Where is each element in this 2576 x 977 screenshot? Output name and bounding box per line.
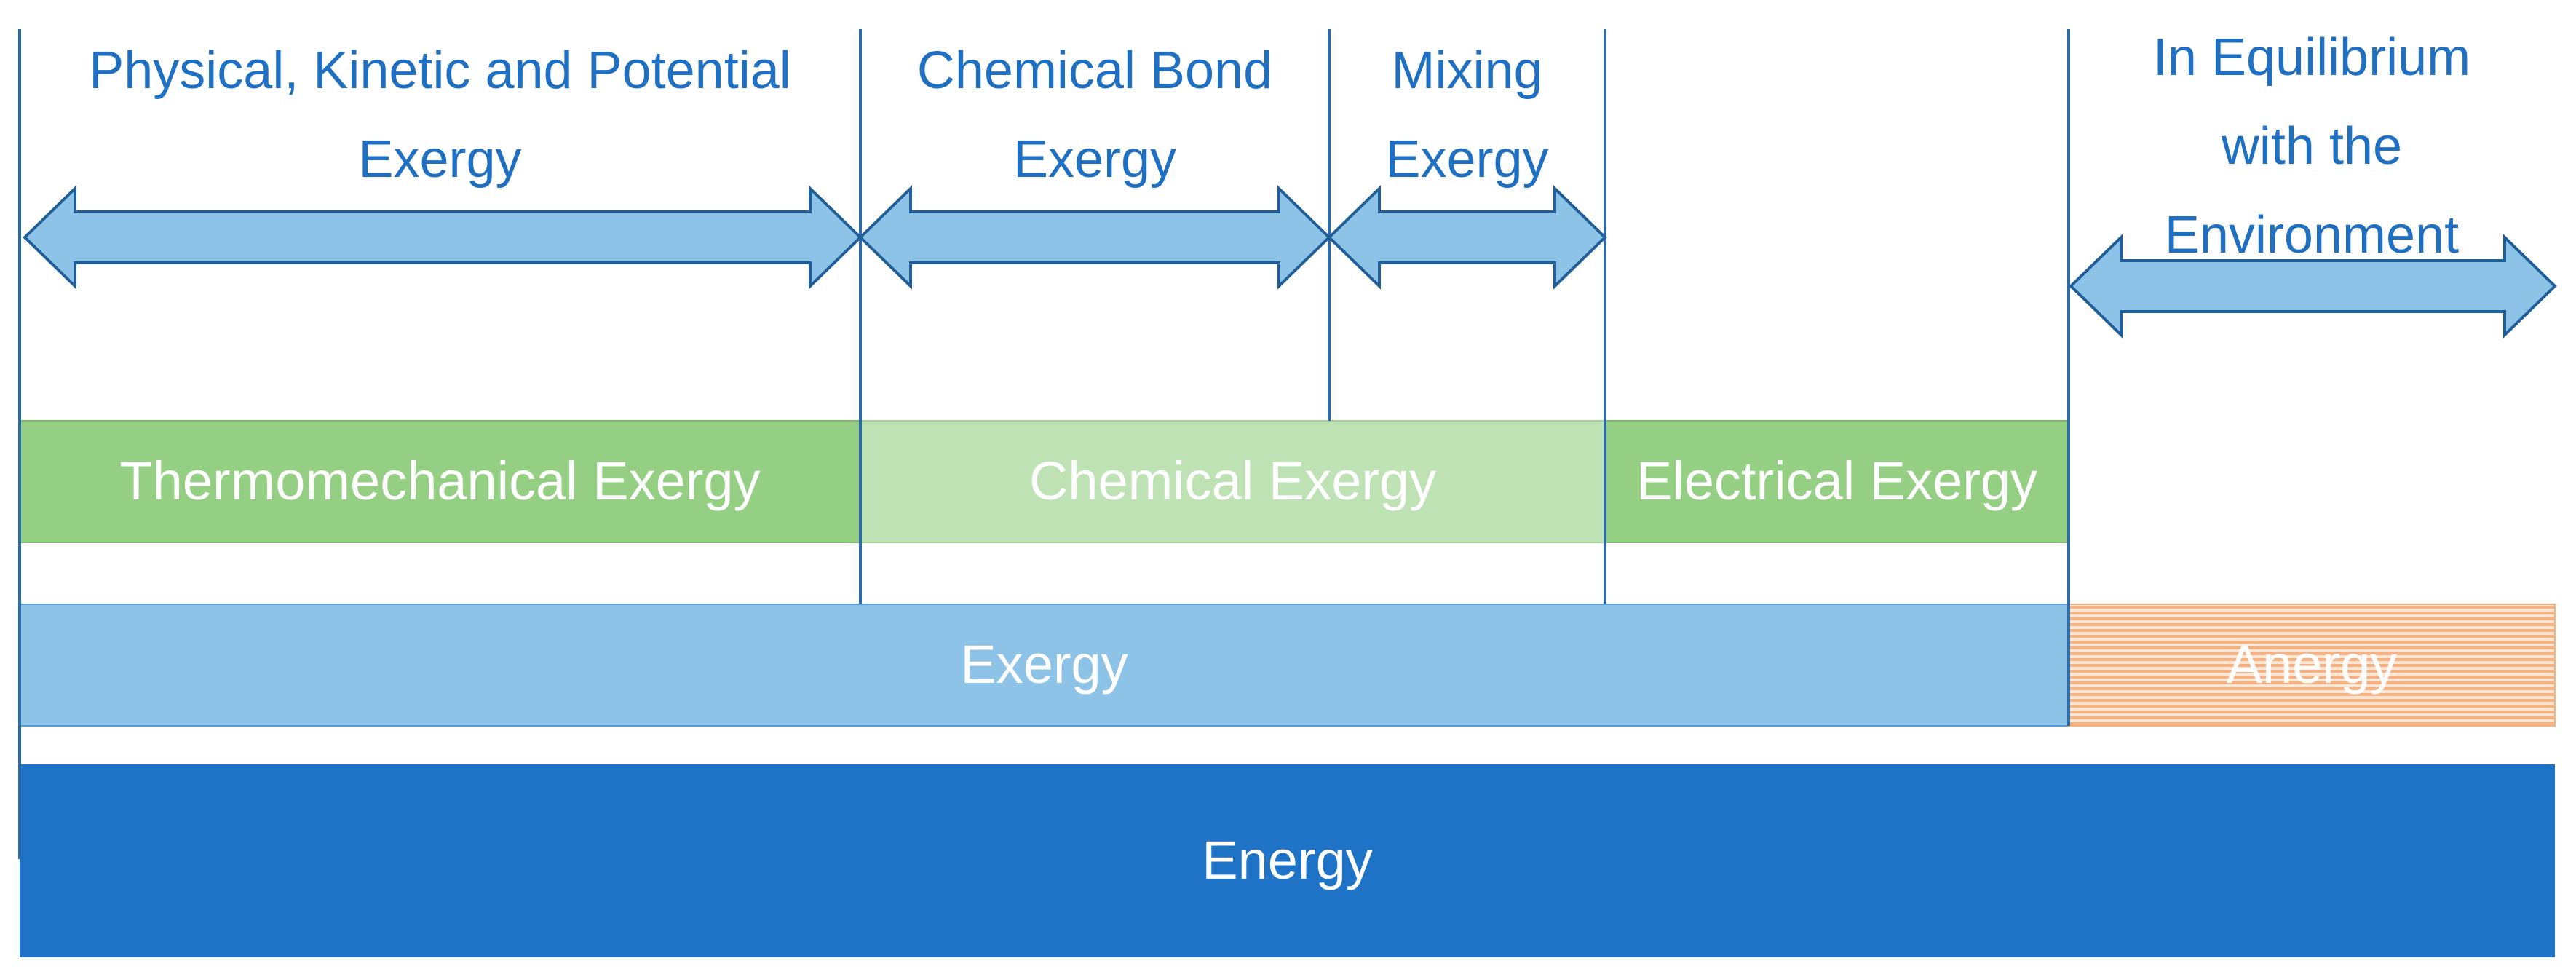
label-electrical-exergy: Electrical Exergy — [1636, 451, 2038, 511]
label-physical-kinetic-potential: Physical, Kinetic and Potential Exergy — [89, 41, 791, 189]
label-exergy: Exergy — [960, 634, 1128, 695]
label-mixing: Mixing Exergy — [1385, 41, 1549, 189]
energy-bar — [20, 764, 2555, 957]
divider-lines — [18, 29, 2070, 859]
label-equilibrium: In Equilibrium with the Environment — [2152, 28, 2471, 264]
anergy-bar — [2068, 604, 2556, 727]
thermomechanical-exergy-bar — [19, 420, 861, 543]
arrow-equilibrium — [2069, 234, 2557, 339]
chemical-exergy-bar — [860, 420, 1606, 543]
label-chemical-exergy: Chemical Exergy — [1029, 451, 1437, 511]
arrow-mixing — [1327, 185, 1607, 290]
label-energy: Energy — [1202, 830, 1373, 890]
arrows — [23, 185, 2557, 339]
exergy-bar — [19, 604, 2069, 727]
label-thermomechanical-exergy: Thermomechanical Exergy — [119, 451, 761, 511]
electrical-exergy-bar — [1604, 420, 2069, 543]
label-anergy: Anergy — [2226, 634, 2398, 695]
label-chemical-bond: Chemical Bond Exergy — [916, 41, 1273, 189]
